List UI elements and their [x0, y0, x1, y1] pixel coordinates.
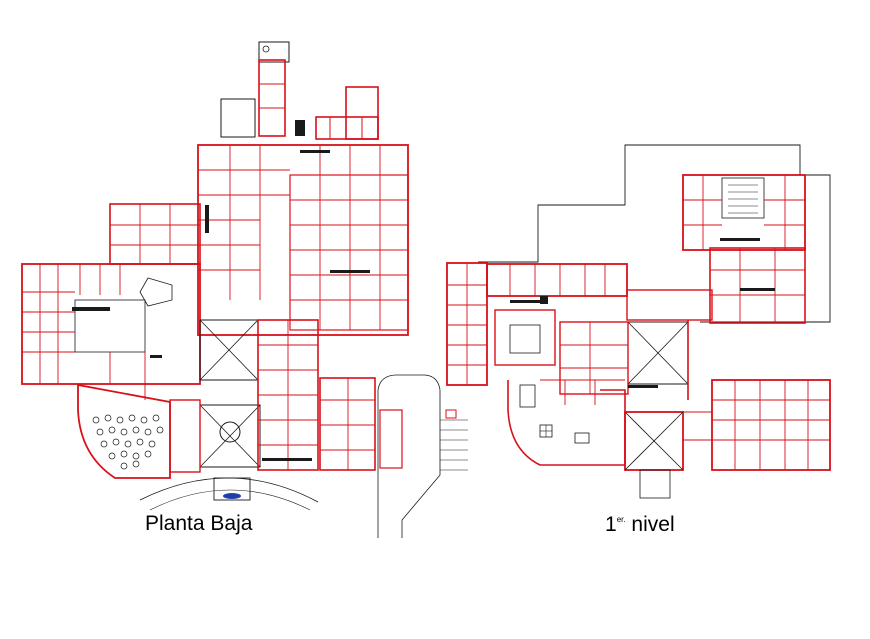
ground-floor-plan	[21, 41, 468, 538]
ground-curved-hall	[77, 383, 171, 479]
ground-west-wing	[21, 263, 201, 385]
ground-annex-block	[220, 98, 256, 138]
first-north-wing	[486, 263, 628, 297]
ground-north-wing	[197, 144, 409, 336]
ground-annex-symbol	[262, 45, 270, 53]
ground-annex-stair	[258, 41, 290, 63]
ground-floor-label: Planta Baja	[145, 512, 252, 536]
first-northeast-block	[682, 174, 806, 251]
ground-floor-label-text: Planta Baja	[145, 512, 253, 535]
ground-entrance-canopy	[213, 477, 251, 501]
first-roof-outline	[478, 144, 831, 323]
first-southeast-wing	[711, 379, 831, 471]
first-floor-label: 1er. nivel	[605, 513, 675, 537]
ground-annex-tower	[258, 59, 286, 137]
first-curved-hall	[507, 380, 626, 466]
first-floor-label-superscript: er.	[616, 515, 626, 524]
first-floor-label-number: 1	[605, 513, 617, 536]
first-floor-plan	[446, 144, 831, 499]
first-floor-label-rest: nivel	[625, 513, 675, 536]
ground-west-annex	[109, 203, 201, 265]
ground-access-road	[377, 374, 441, 538]
